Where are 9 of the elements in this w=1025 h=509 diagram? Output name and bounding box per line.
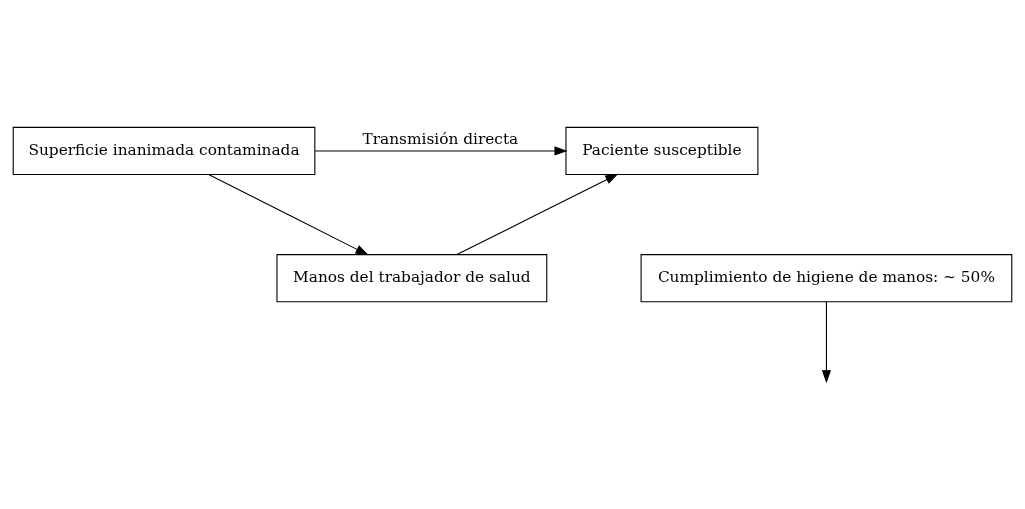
arrow [314,145,568,156]
node-box: Manos del trabajador de salud [276,253,548,302]
arrow [456,173,619,255]
arrow [821,301,832,383]
node-box: Cumplimiento de higiene de manos: ~ 50% [640,253,1013,302]
node-box: Paciente susceptible [565,126,759,175]
edge-label: Transmisión directa [362,129,519,148]
node-box: Superficie inanimada contaminada [12,126,316,175]
arrow [208,173,369,255]
